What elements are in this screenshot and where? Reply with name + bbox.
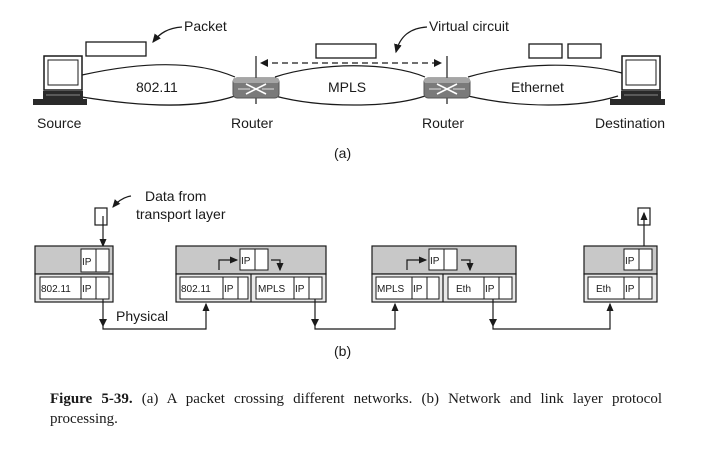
source-computer-icon [33,55,87,105]
packet-box [315,43,377,59]
virtual-circuit-callout-arrow [394,26,428,54]
router1-link-mpls: MPLS [258,284,286,295]
network-802-11-link [81,64,236,106]
router1-link-ip-1: IP [224,284,234,295]
network-label-ethernet: Ethernet [511,79,564,95]
physical-down-arrowhead [489,319,497,327]
node-label-source: Source [37,115,82,131]
sublabel-a: (a) [334,145,351,161]
host1-network-ip: IP [82,257,92,268]
packet-box [567,43,602,59]
host-stack-source [34,245,114,303]
transport-data-box [94,207,108,226]
network-label-802-11: 802.11 [136,79,178,95]
physical-link-2 [314,299,399,330]
physical-label: Physical [116,308,168,324]
network-ethernet-link [467,64,623,106]
data-callout-arrow [112,195,132,208]
sublabel-b: (b) [334,343,351,359]
packet-box [85,41,147,57]
host1-link-ip: IP [82,284,92,295]
data-from-label-line1: Data from [145,188,206,204]
router2-link-ip-1: IP [413,284,423,295]
router1-link-ip-2: IP [295,284,305,295]
network-mpls-link [274,65,426,106]
virtual-circuit-label: Virtual circuit [429,18,509,34]
router-stack-2 [371,245,517,303]
router-icon [423,77,471,99]
router2-network-ip: IP [430,256,440,267]
host-stack-destination [583,245,658,303]
router-stack-1 [175,245,327,303]
dest-network-ip: IP [625,256,635,267]
caption-text: (a) A packet crossing different networks… [50,391,663,427]
figure-caption: Figure 5-39. (a) A packet crossing diffe… [50,389,662,429]
router-icon [232,77,280,99]
packet-box [528,43,563,59]
network-label-mpls: MPLS [328,79,366,95]
router2-link-ip-2: IP [485,284,495,295]
physical-down-arrowhead [311,319,319,327]
physical-link-3 [492,299,614,330]
router1-network-ip: IP [241,256,251,267]
virtual-circuit-arrowhead-right [434,59,442,67]
router2-link-eth: Eth [456,284,471,295]
physical-down-arrowhead [99,319,107,327]
dest-link-ip: IP [625,284,635,295]
router1-link-802-11: 802.11 [181,284,211,295]
figure-number: Figure 5-39. [50,391,133,407]
node-label-router-2: Router [422,115,464,131]
packet-label: Packet [184,18,227,34]
physical-link-1 [102,299,210,330]
data-from-label-line2: transport layer [136,206,226,222]
router2-link-mpls: MPLS [377,284,405,295]
host1-link-802-11: 802.11 [41,284,71,295]
destination-computer-icon [610,55,665,105]
packet-callout-arrow [152,26,183,44]
node-label-router-1: Router [231,115,273,131]
node-label-destination: Destination [595,115,665,131]
dest-link-eth: Eth [596,284,611,295]
virtual-circuit-arrowhead-left [260,59,268,67]
